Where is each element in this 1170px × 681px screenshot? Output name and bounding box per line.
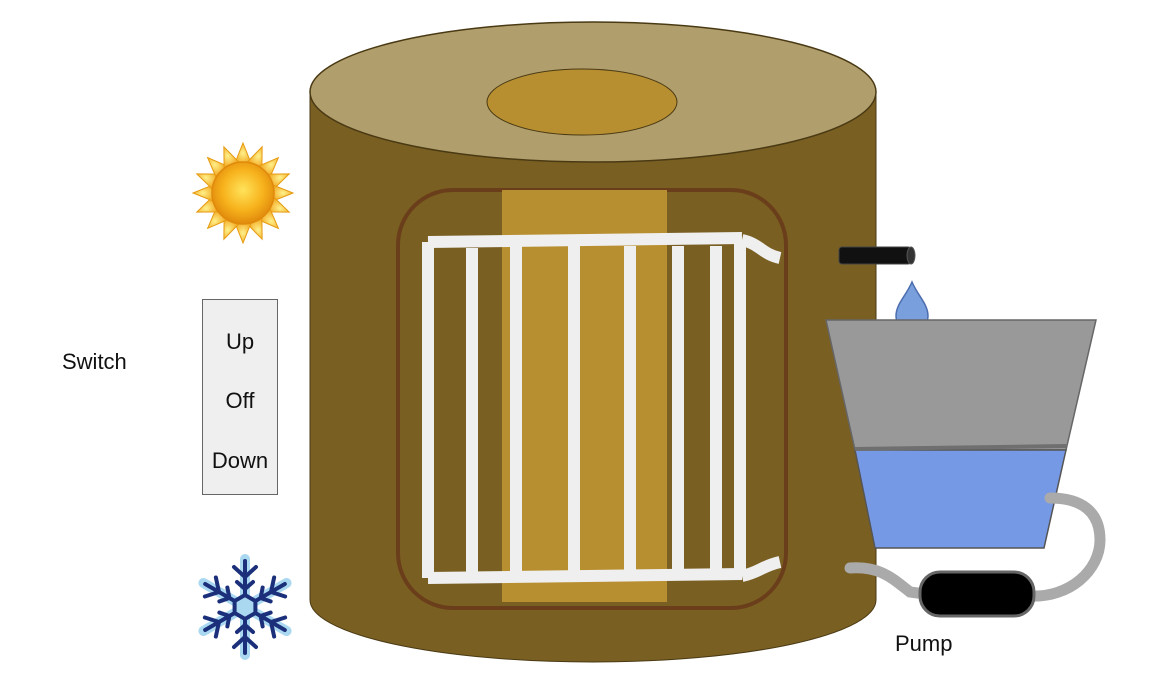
pump [918, 570, 1036, 618]
coil-radiator [422, 232, 782, 584]
outflow-pipe [838, 246, 916, 265]
snowflake-icon [197, 554, 293, 660]
three-way-switch[interactable]: Up Off Down [202, 299, 278, 495]
tank-core [502, 190, 667, 602]
pump-label: Pump [895, 631, 953, 656]
switch-option-up[interactable]: Up [225, 329, 255, 354]
sun-icon [191, 141, 295, 245]
switch-option-down[interactable]: Down [211, 448, 269, 473]
switch-label: Switch [62, 349, 127, 374]
hoses [844, 492, 1106, 602]
water-bucket [825, 319, 1097, 549]
tank [309, 21, 877, 663]
tank-core-opening [486, 68, 678, 136]
switch-option-off[interactable]: Off [225, 388, 255, 413]
